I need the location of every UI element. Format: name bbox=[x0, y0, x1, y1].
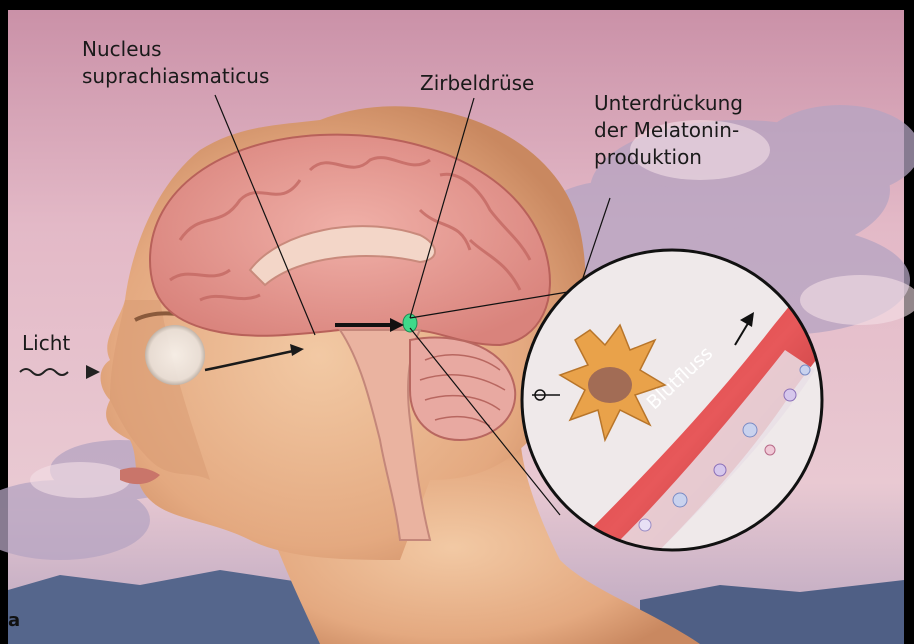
label-light: Licht bbox=[22, 330, 70, 357]
frame-top bbox=[0, 0, 914, 10]
panel-letter: a bbox=[8, 610, 20, 631]
label-melatonin-suppression: Unterdrückung der Melatonin- produktion bbox=[594, 90, 743, 171]
label-suppression-line1: Unterdrückung bbox=[594, 90, 743, 117]
label-suppression-line2: der Melatonin- bbox=[594, 117, 743, 144]
eye-lens bbox=[145, 325, 205, 385]
frame-right bbox=[904, 0, 914, 644]
label-nucleus-line2: suprachiasmaticus bbox=[82, 63, 269, 90]
cell-nucleus bbox=[588, 367, 632, 403]
label-suppression-line3: produktion bbox=[594, 144, 743, 171]
label-pineal-gland: Zirbeldrüse bbox=[420, 70, 534, 97]
label-nucleus-suprachiasmaticus: Nucleus suprachiasmaticus bbox=[82, 36, 269, 90]
label-nucleus-line1: Nucleus bbox=[82, 36, 269, 63]
